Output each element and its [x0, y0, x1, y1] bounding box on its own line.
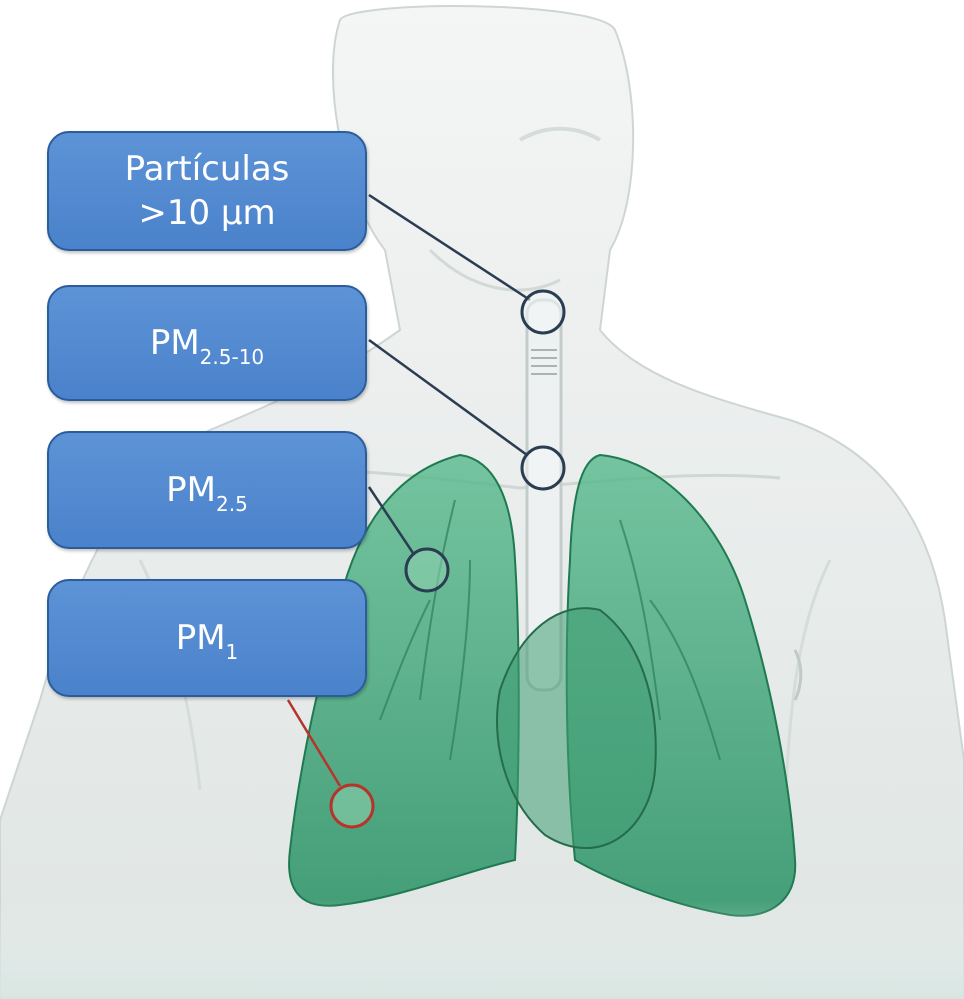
label-pm1-text: PM1 [176, 616, 239, 660]
marker-bronchi [406, 549, 448, 591]
marker-trachea [522, 447, 564, 489]
label-10um-line2: >10 µm [138, 191, 275, 235]
label-pm25-main: PM [166, 470, 216, 510]
label-pm25-sub: 2.5 [216, 492, 248, 516]
label-pm1: PM1 [47, 579, 367, 697]
label-pm25: PM2.5 [47, 431, 367, 549]
label-pm1-main: PM [176, 618, 226, 658]
label-pm25-10: PM2.5-10 [47, 285, 367, 401]
label-10um-line1: Partículas [125, 147, 290, 191]
marker-alveoli [331, 785, 373, 827]
floor-shade [0, 900, 964, 999]
marker-throat [522, 291, 564, 333]
label-pm25-10-main: PM [150, 323, 200, 363]
label-pm25-10-sub: 2.5-10 [200, 345, 264, 369]
label-particles-10um: Partículas >10 µm [47, 131, 367, 251]
label-pm1-sub: 1 [226, 640, 239, 664]
label-pm25-text: PM2.5 [166, 468, 248, 512]
label-pm25-10-text: PM2.5-10 [150, 321, 264, 365]
